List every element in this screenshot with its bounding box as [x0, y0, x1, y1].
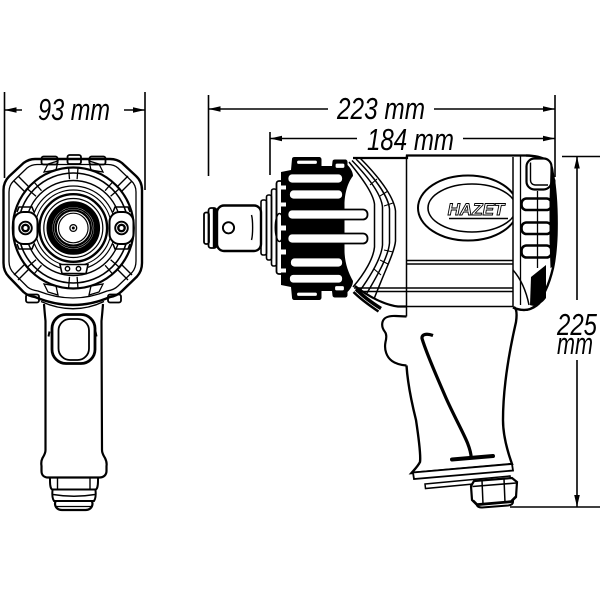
svg-text:184 mm: 184 mm: [367, 122, 454, 157]
svg-text:225: 225: [556, 307, 597, 342]
svg-text:mm: mm: [557, 326, 593, 361]
svg-text:223 mm: 223 mm: [336, 91, 425, 126]
svg-text:HAZET: HAZET: [448, 200, 506, 219]
svg-text:93 mm: 93 mm: [38, 92, 110, 127]
